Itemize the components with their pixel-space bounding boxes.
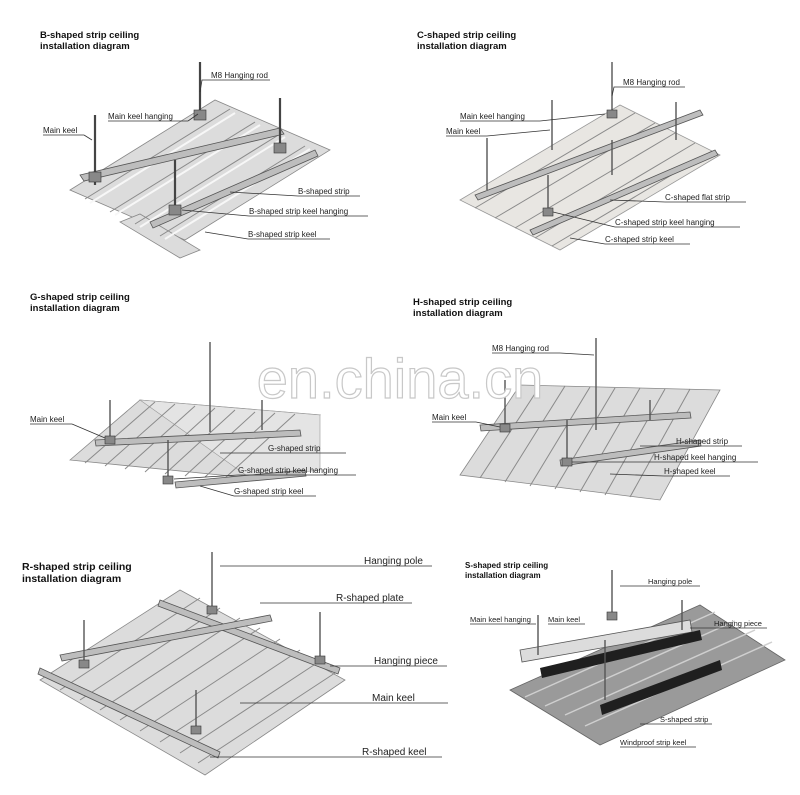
panel-g-title-line2: installation diagram xyxy=(30,303,120,314)
h-label-main-keel: Main keel xyxy=(432,413,466,422)
watermark-text: en.china.cn xyxy=(257,347,543,410)
b-strip-keel-hanger xyxy=(168,204,182,216)
r-hanging-piece-2 xyxy=(314,655,326,665)
panel-s-title-line2: installation diagram xyxy=(465,571,541,580)
b-main-keel-hanger-3 xyxy=(88,171,102,183)
g-strip-keel-hanger xyxy=(162,475,174,485)
panel-h-title-line2: installation diagram xyxy=(413,308,503,319)
c-label-strip-keel: C-shaped strip keel xyxy=(605,235,674,244)
panel-h-title-line1: H-shaped strip ceiling xyxy=(413,297,512,308)
b-main-keel-top xyxy=(79,127,285,182)
r-hanging-piece-1 xyxy=(206,605,218,615)
panel-g-drawing xyxy=(69,342,321,489)
panel-c-title-line2: installation diagram xyxy=(417,41,507,52)
b-strip-keel-bottom xyxy=(149,149,319,229)
b-main-keel-hanger-2 xyxy=(273,142,287,154)
panel-c-title-line1: C-shaped strip ceiling xyxy=(417,30,516,41)
b-main-keel-hanger-1 xyxy=(193,109,207,121)
r-label-hanging-pole: Hanging pole xyxy=(364,556,423,567)
h-label-m8-rod: M8 Hanging rod xyxy=(492,344,549,353)
g-strip-keel xyxy=(174,469,307,489)
panel-r-shaped: R-shaped strip ceiling installation diag… xyxy=(22,552,448,776)
g-label-strip-keel-hanging: G-shaped strip keel hanging xyxy=(238,466,338,475)
panel-r-title-line1: R-shaped strip ceiling xyxy=(22,561,132,573)
b-label-main-keel-hanging: Main keel hanging xyxy=(108,112,173,121)
s-label-main-keel-hanging: Main keel hanging xyxy=(470,615,531,624)
b-label-strip-keel: B-shaped strip keel xyxy=(248,230,317,239)
panel-g-title-line1: G-shaped strip ceiling xyxy=(30,292,130,303)
panel-b-title-line1: B-shaped strip ceiling xyxy=(40,30,139,41)
c-ceiling-plate xyxy=(459,104,721,251)
g-main-keel-hanger xyxy=(104,435,116,445)
s-label-main-keel: Main keel xyxy=(548,615,580,624)
r-ceiling-plate xyxy=(39,589,346,776)
r-keel-top xyxy=(157,599,341,675)
h-label-strip-keel: H-shaped keel xyxy=(664,467,716,476)
panel-b-drawing xyxy=(69,62,331,259)
r-hanging-piece-4 xyxy=(190,725,202,735)
g-main-keel xyxy=(94,429,302,447)
panel-r-title-line2: installation diagram xyxy=(22,573,121,585)
b-label-strip-keel-hanging: B-shaped strip keel hanging xyxy=(249,207,348,216)
c-label-m8-rod: M8 Hanging rod xyxy=(623,78,680,87)
panel-h-shaped: H-shaped strip ceiling installation diag… xyxy=(413,297,758,501)
g-strips xyxy=(84,401,296,479)
s-windproof-keel-1 xyxy=(540,630,702,678)
h-main-keel xyxy=(479,411,692,432)
r-label-plate: R-shaped plate xyxy=(336,593,404,604)
h-ceiling-plate xyxy=(459,384,721,501)
panel-s-title-line1: S-shaped strip ceiling xyxy=(465,561,548,570)
s-hanging-piece xyxy=(606,611,618,621)
c-strip-keel xyxy=(529,149,719,236)
c-label-main-keel-hanging: Main keel hanging xyxy=(460,112,525,121)
h-label-strip-keel-hanging: H-shaped keel hanging xyxy=(654,453,736,462)
h-strip-keel-hanger xyxy=(561,457,573,467)
c-main-keel-hanger xyxy=(606,109,618,119)
r-label-hanging-piece: Hanging piece xyxy=(374,656,438,667)
s-windproof-keel-2 xyxy=(600,660,722,715)
s-label-strip: S-shaped strip xyxy=(660,715,708,724)
panel-h-drawing xyxy=(459,338,721,501)
s-label-windproof-keel: Windproof strip keel xyxy=(620,738,687,747)
c-label-strip-keel-hanging: C-shaped strip keel hanging xyxy=(615,218,715,227)
b-label-main-keel: Main keel xyxy=(43,126,77,135)
c-label-main-keel: Main keel xyxy=(446,127,480,136)
s-label-hanging-pole: Hanging pole xyxy=(648,577,692,586)
g-label-strip: G-shaped strip xyxy=(268,444,321,453)
b-label-m8-rod: M8 Hanging rod xyxy=(211,71,268,80)
s-label-hanging-piece: Hanging piece xyxy=(714,619,762,628)
panel-s-shaped: S-shaped strip ceiling installation diag… xyxy=(465,561,786,748)
c-main-keel xyxy=(474,109,704,201)
h-label-strip: H-shaped strip xyxy=(676,437,729,446)
r-plates xyxy=(59,597,339,764)
panel-r-drawing xyxy=(37,552,346,776)
c-label-strip: C-shaped flat strip xyxy=(665,193,730,202)
r-label-keel: R-shaped keel xyxy=(362,747,426,758)
panel-b-shaped: B-shaped strip ceiling installation diag… xyxy=(40,30,368,259)
panel-c-drawing xyxy=(459,62,721,251)
g-label-strip-keel: G-shaped strip keel xyxy=(234,487,304,496)
c-strip-keel-hanger xyxy=(542,207,554,217)
g-label-main-keel: Main keel xyxy=(30,415,64,424)
r-main-keel xyxy=(59,614,273,662)
r-label-main-keel: Main keel xyxy=(372,693,415,704)
b-label-strip: B-shaped strip xyxy=(298,187,350,196)
r-keel-bottom xyxy=(37,667,221,759)
h-main-keel-hanger xyxy=(499,423,511,433)
panel-c-shaped: C-shaped strip ceiling installation diag… xyxy=(417,30,746,251)
r-hanging-piece-3 xyxy=(78,659,90,669)
panel-g-shaped: G-shaped strip ceiling installation diag… xyxy=(30,292,356,497)
panel-b-title-line2: installation diagram xyxy=(40,41,130,52)
panel-s-drawing xyxy=(509,570,786,746)
